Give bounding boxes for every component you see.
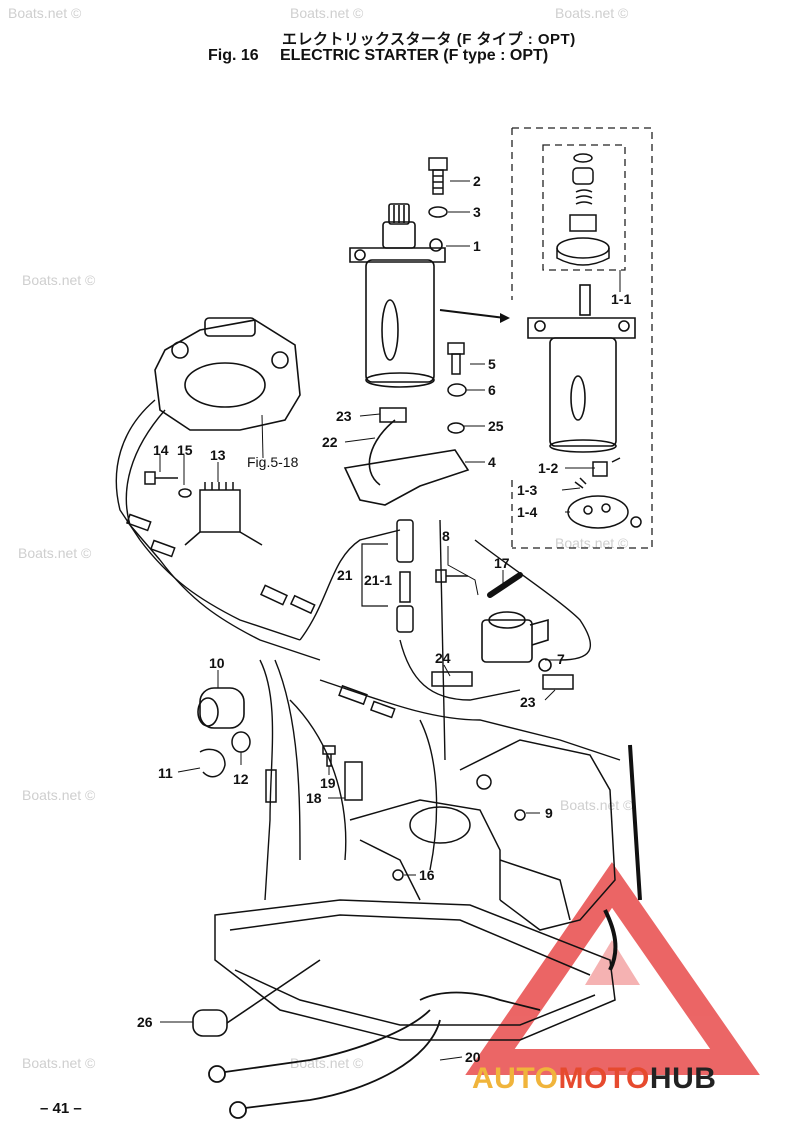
callout-24: 24 [435, 650, 451, 666]
watermark: Boats.net © [555, 5, 629, 21]
cable-clamp-23-lower [542, 674, 574, 690]
ground-cable [603, 744, 642, 971]
callout-12: 12 [233, 771, 249, 787]
cable-17 [487, 572, 523, 598]
callout-15: 15 [177, 442, 193, 458]
cable-22 [368, 419, 396, 486]
callout-1-2: 1-2 [538, 460, 558, 476]
callout-9: 9 [545, 805, 553, 821]
callout-5: 5 [488, 356, 496, 372]
callout-1-4: 1-4 [517, 504, 537, 520]
watermark: Boats.net © [22, 1055, 96, 1071]
callout-21: 21 [337, 567, 353, 583]
callout-14: 14 [153, 442, 169, 458]
callout-1-3: 1-3 [517, 482, 537, 498]
automotohub-logo [465, 862, 760, 1075]
bracket-4 [343, 449, 470, 506]
watermark: Boats.net © [22, 272, 96, 288]
callout-16: 16 [419, 867, 435, 883]
wiring-harness [115, 399, 621, 901]
callout-23-upper: 23 [336, 408, 352, 424]
starter-detail-box [511, 127, 653, 549]
callout-11: 11 [158, 765, 173, 781]
exploded-arrow [439, 309, 506, 319]
callout-labels: 2 3 1 1-1 5 6 25 4 1-2 1-3 1-4 23 22 Fig… [137, 173, 631, 1065]
callout-4: 4 [488, 454, 496, 470]
starter-solenoid [481, 611, 552, 672]
watermark: Boats.net © [560, 797, 634, 813]
watermark: Boats.net © [555, 535, 629, 551]
watermark: Boats.net © [290, 1055, 364, 1071]
callout-10: 10 [209, 655, 225, 671]
callout-17: 17 [494, 555, 510, 571]
terminal-18 [344, 761, 363, 801]
washer-6 [447, 383, 467, 397]
bolt-8 [435, 569, 468, 583]
watermark: Boats.net © [22, 787, 96, 803]
watermark: Boats.net © [8, 5, 82, 21]
callout-2: 2 [473, 173, 481, 189]
callout-25: 25 [488, 418, 504, 434]
starter-pinion-assembly [556, 153, 610, 266]
bolt-2 [428, 157, 448, 195]
callout-7: 7 [557, 651, 565, 667]
brand-moto: MOTO [558, 1062, 650, 1095]
battery-cables-20 [208, 991, 541, 1119]
bolt-5 [447, 342, 465, 375]
callout-1: 1 [473, 238, 481, 254]
figure-number: Fig. 16 [208, 47, 259, 64]
starter-switch-10 [197, 687, 245, 729]
clip-11 [199, 748, 226, 778]
washer-12 [231, 731, 251, 753]
callout-8: 8 [442, 528, 450, 544]
washer-15 [178, 488, 192, 498]
callout-21-1: 21-1 [364, 572, 392, 588]
brand-hub: HUB [649, 1062, 717, 1095]
bolt-14 [144, 471, 178, 485]
fuse-holder-21 [396, 519, 414, 633]
engine-block [214, 739, 616, 1041]
fig-reference: Fig.5-18 [247, 454, 299, 470]
brand-auto: AUTO [472, 1062, 559, 1095]
watermark: Boats.net © [18, 545, 92, 561]
callout-22: 22 [322, 434, 338, 450]
page-title-japanese: エレクトリックスタータ (F タイプ : OPT) [282, 31, 576, 48]
cable-clamp-24 [431, 671, 473, 687]
ignition-unit [154, 317, 301, 431]
callout-3: 3 [473, 204, 481, 220]
callout-20: 20 [465, 1049, 481, 1065]
callout-23-lower: 23 [520, 694, 536, 710]
page-number: – 41 – [40, 1100, 82, 1117]
watermarks: Boats.net © Boats.net © Boats.net © Boat… [8, 5, 634, 1071]
callout-26: 26 [137, 1014, 153, 1030]
leader-lines [159, 180, 621, 1061]
starter-motor [349, 203, 446, 388]
callout-19: 19 [320, 775, 336, 791]
cable-clamp-23 [379, 407, 407, 423]
callout-6: 6 [488, 382, 496, 398]
washer-3 [428, 206, 448, 218]
page-title: ELECTRIC STARTER (F type : OPT) [280, 47, 549, 64]
washer-25 [447, 422, 465, 434]
callout-13: 13 [210, 447, 226, 463]
bracket-line-21 [361, 543, 388, 607]
callout-1-1: 1-1 [611, 291, 631, 307]
automotohub-wordmark: AUTOMOTOHUB [472, 1062, 716, 1096]
starter-body-exploded [527, 284, 636, 453]
rectifier-13 [184, 482, 263, 546]
watermark: Boats.net © [290, 5, 364, 21]
grommet-26 [192, 959, 321, 1037]
callout-18: 18 [306, 790, 322, 806]
connectors [125, 513, 396, 803]
